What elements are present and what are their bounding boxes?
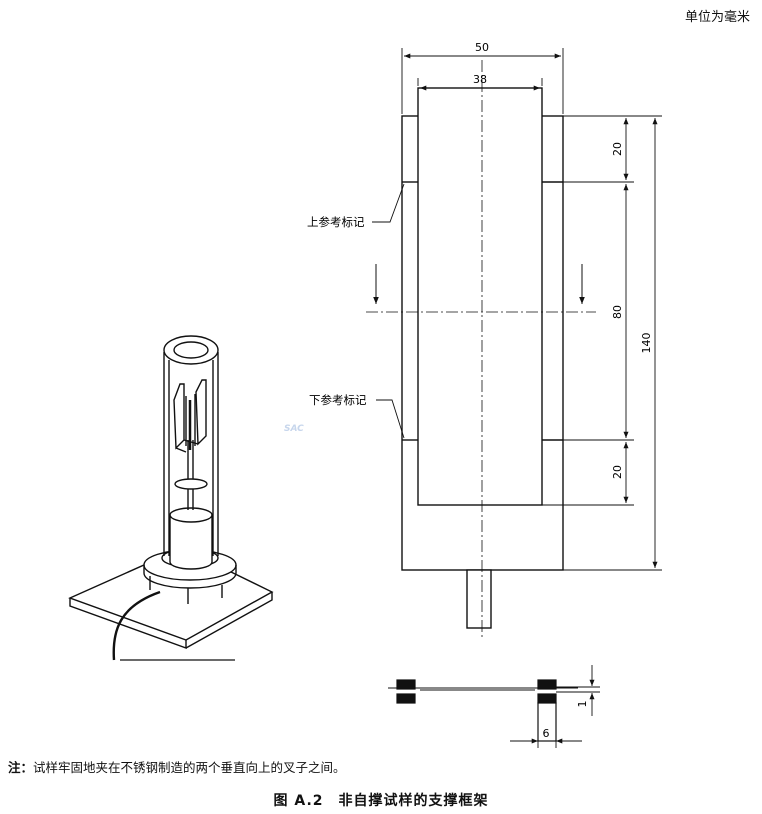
note-prefix: 注： — [8, 760, 34, 775]
detail-section-view — [388, 665, 600, 748]
dim-middle: 80 — [611, 305, 624, 319]
dim-outer-width: 50 — [475, 41, 489, 54]
sac-watermark: SAC — [284, 424, 304, 434]
dim-detail-width: 6 — [543, 727, 550, 740]
dim-total: 140 — [640, 333, 653, 354]
dim-inner-width: 38 — [473, 73, 487, 86]
dim-top-gap: 20 — [611, 142, 624, 156]
dim-detail-thickness: 1 — [576, 701, 589, 708]
figure-caption: 图 A.2 非自撑试样的支撑框架 — [273, 793, 489, 809]
dim-bottom-gap: 20 — [611, 465, 624, 479]
apparatus-illustration — [68, 335, 274, 661]
note-text: 试样牢固地夹在不锈钢制造的两个垂直向上的叉子之间。 — [33, 760, 346, 775]
dimension-lines — [372, 48, 662, 571]
figure-note: 注：试样牢固地夹在不锈钢制造的两个垂直向上的叉子之间。 — [8, 757, 346, 776]
upper-mark-label: 上参考标记 — [307, 215, 365, 229]
frame-front-view — [366, 60, 596, 640]
lower-mark-label: 下参考标记 — [309, 393, 367, 407]
unit-label: 单位为毫米 — [684, 10, 750, 25]
